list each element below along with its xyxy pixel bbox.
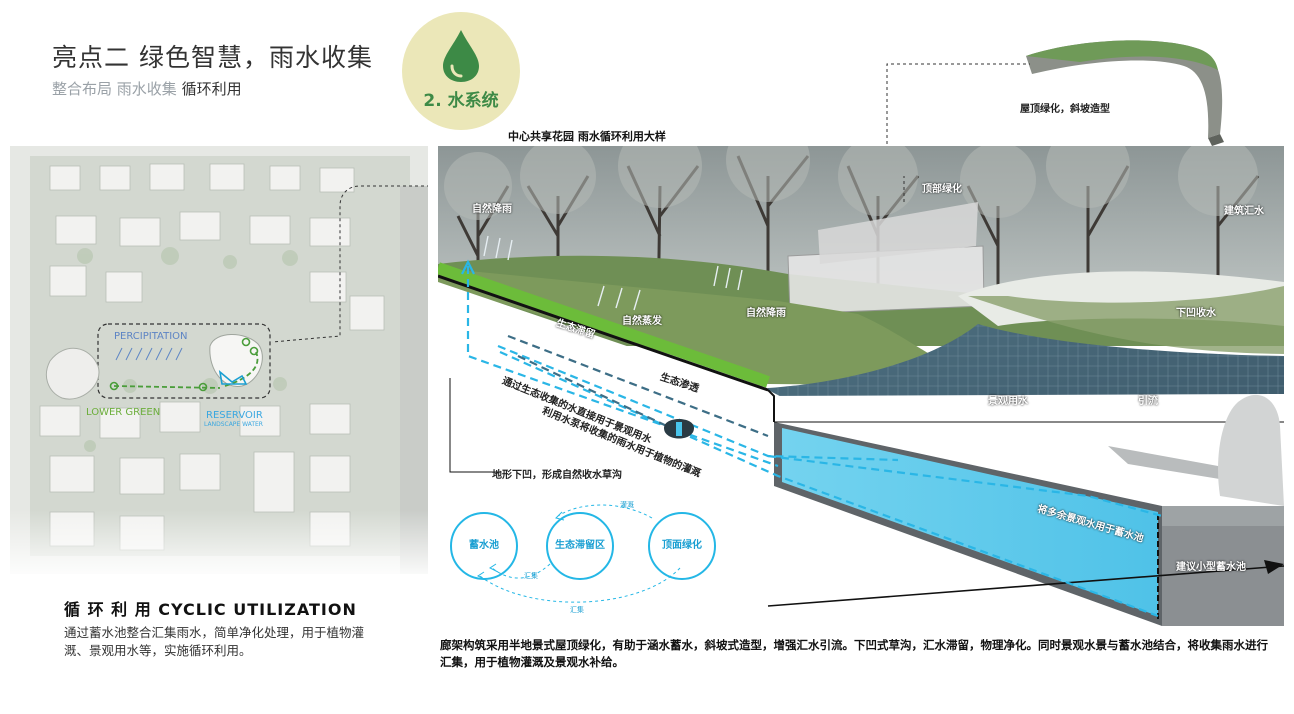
lower-green-label: LOWER GREEN: [86, 407, 161, 418]
section-title: 中心共享花园 雨水循环利用大样: [508, 130, 666, 143]
subtitle-dark: 循环利用: [181, 80, 242, 98]
cycle-arrow-collect-2: 汇集: [570, 606, 584, 614]
badge-label: 2. 水系统: [423, 91, 499, 111]
landscape-water-label: LANDSCAPE WATER: [204, 421, 263, 428]
reservoir-label: RESERVOIR: [206, 410, 263, 421]
cycle-node-retention-label: 生态滞留区: [555, 540, 605, 551]
label-roof-green: 顶部绿化: [922, 184, 962, 195]
label-landscape-water: 景观用水: [988, 396, 1028, 407]
cycle-arrow-irrigation: 灌溉: [620, 501, 634, 509]
page-subtitle: 整合布局 雨水收集 循环利用: [52, 78, 242, 99]
label-rain-2: 自然降雨: [746, 308, 786, 319]
cycle-node-tank: [450, 512, 518, 580]
roof-detail: [1026, 40, 1224, 146]
label-terrain: 地形下凹，形成自然收水草沟: [492, 470, 622, 481]
label-diversion: 引流: [1138, 396, 1158, 407]
cycle-node-tank-label: 蓄水池: [469, 540, 499, 551]
roof-label: 屋顶绿化，斜坡造型: [1020, 104, 1110, 115]
cycle-node-roof: [648, 512, 716, 580]
label-building-water: 建筑汇水: [1224, 206, 1264, 217]
cyclic-heading: 循 环 利 用 CYCLIC UTILIZATION: [64, 600, 357, 619]
subtitle-light: 整合布局 雨水收集: [52, 80, 177, 98]
label-tank: 建议小型蓄水池: [1176, 562, 1246, 573]
cycle-node-roof-label: 顶面绿化: [662, 540, 702, 551]
label-evaporation: 自然蒸发: [622, 316, 662, 327]
diagram-caption: 廊架构筑采用半地景式屋顶绿化，有助于涵水蓄水，斜坡式造型，增强汇水引流。下凹式草…: [440, 638, 1268, 669]
cycle-arrow-collect-1: 汇集: [524, 572, 538, 580]
label-sunken-collection: 下凹收水: [1176, 308, 1216, 319]
precipitation-label: PERCIPITATION: [114, 331, 188, 342]
label-rain-1: 自然降雨: [472, 204, 512, 215]
water-drop-icon: [443, 30, 479, 82]
roof-leader-line: [886, 63, 1030, 150]
cycle-node-retention: [546, 512, 614, 580]
page-title: 亮点二 绿色智慧，雨水收集: [52, 43, 373, 72]
site-plan: [10, 146, 428, 574]
cyclic-description: 通过蓄水池整合汇集雨水，简单净化处理，用于植物灌溉、景观用水等，实施循环利用。: [64, 625, 365, 658]
